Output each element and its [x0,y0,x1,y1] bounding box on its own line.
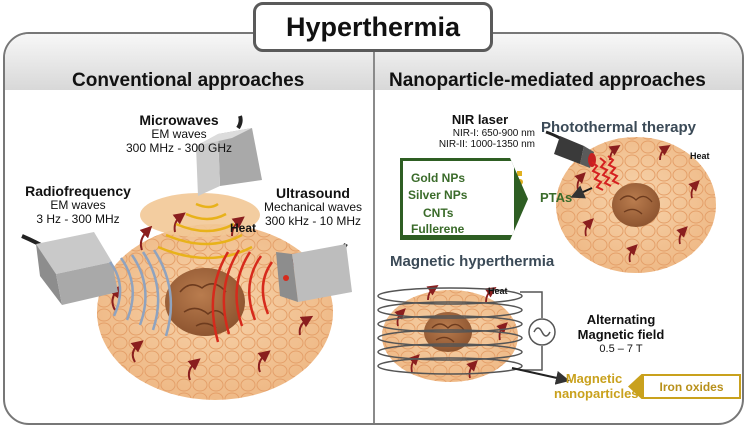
mnp-line-2: nanoparticles [554,385,639,401]
microwaves-label: Microwaves EM waves 300 MHz - 300 GHz [104,112,254,156]
ac-circuit [520,291,556,371]
microwaves-type: EM waves [151,127,207,142]
ultrasound-waves [211,249,274,343]
nir-name: NIR laser [451,112,509,127]
ultrasound-type: Mechanical waves [263,200,363,215]
ptas-label: PTAs [540,190,573,205]
pta-arrow [570,185,593,199]
agent-cnts: CNTs [423,206,454,220]
microwave-waves [157,202,253,260]
ultrasound-device [211,243,352,343]
iron-oxides-tag: Iron oxides [628,374,741,399]
microwave-device [157,115,262,260]
agent-silver: Silver NPs [408,188,468,202]
main-title: Hyperthermia [253,2,493,52]
radiofrequency-type: EM waves [50,198,106,213]
magnetic-tissue [377,285,556,382]
photothermal-tissue [556,137,716,273]
field-line-1: Alternating [586,312,656,327]
field-line-2: Magnetic field [577,326,665,342]
conventional-tissue [97,193,333,400]
microwaves-range: 300 MHz - 300 GHz [125,140,233,155]
iron-oxides-label: Iron oxides [644,376,739,397]
ultrasound-name: Ultrasound [276,185,350,201]
photothermal-heading: Photothermal therapy [541,119,697,136]
nir-laser-device [545,130,620,191]
agents-list-inner: Gold NPs Silver NPs CNTs Fullerene [403,161,514,236]
radiofrequency-label: Radiofrequency EM waves 3 Hz - 300 MHz [14,183,142,227]
panel-divider [373,34,375,423]
nir-label: NIR laser NIR-I: 650-900 nm NIR-II: 1000… [425,112,535,151]
agent-gold: Gold NPs [411,171,466,185]
photothermal-agents-list: Gold NPs Silver NPs CNTs Fullerene [400,158,528,240]
laser-beam [591,155,620,191]
agent-fullerene: Fullerene [411,222,465,236]
magnetic-coil [377,287,523,375]
photothermal-heat-label: Heat [690,151,710,161]
microwaves-name: Microwaves [139,112,219,128]
radiofrequency-device [21,232,173,337]
left-panel-heading: Conventional approaches [72,70,305,91]
nir-range-2: NIR-II: 1000-1350 nm [438,139,535,151]
nir-range-1: NIR-I: 650-900 nm [452,127,535,139]
right-panel-heading: Nanoparticle-mediated approaches [389,70,706,91]
ultrasound-label: Ultrasound Mechanical waves 300 kHz - 10… [258,185,368,229]
magnetic-heading: Magnetic hyperthermia [390,253,555,270]
mnp-line-1: Magnetic [565,371,623,386]
ultrasound-range: 300 kHz - 10 MHz [264,213,362,228]
radiofrequency-range: 3 Hz - 300 MHz [36,211,120,226]
field-range: 0.5 – 7 T [599,342,643,355]
field-label: Alternating Magnetic field 0.5 – 7 T [566,312,676,356]
tumor [165,268,245,336]
mnp-arrow [511,367,570,385]
conventional-heat-label: Heat [230,221,257,235]
radiofrequency-waves [108,249,173,337]
magnetic-heat-label: Heat [488,286,508,296]
mnp-label: Magnetic nanoparticles [554,371,639,402]
radiofrequency-name: Radiofrequency [25,183,131,199]
